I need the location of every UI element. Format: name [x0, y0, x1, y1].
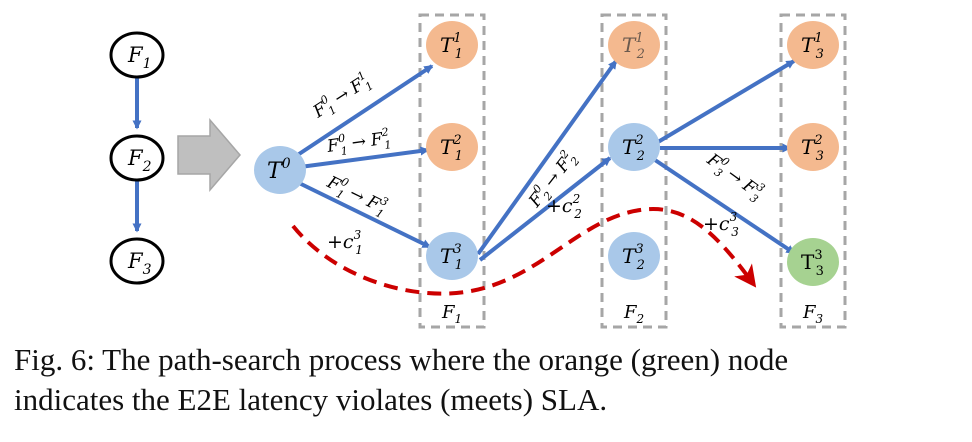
node-t2-2: [608, 123, 660, 171]
search-path-curve: [291, 207, 757, 296]
flow-node-f1: [109, 31, 165, 79]
node-t3-1: [787, 21, 839, 69]
edge-t2-2-t3-1: [656, 59, 796, 144]
edge-t2-2-t3-3: [653, 158, 796, 255]
node-t2-3: [608, 232, 660, 280]
node-t3-2: [787, 123, 839, 171]
node-label-t0: T0: [267, 156, 291, 184]
node-t1-3: [426, 232, 478, 280]
group-label-f3: F3: [802, 302, 824, 326]
node-t3-3: [787, 238, 839, 286]
edge-t0-t1-3: [296, 180, 432, 249]
edge-t0-t1-1: [288, 64, 434, 162]
flow-label-f3: F3: [127, 249, 152, 278]
transform-arrow: [177, 117, 241, 193]
group-box-f1: [418, 13, 486, 329]
flow-node-f3: [109, 237, 165, 285]
group-label-f2: F2: [623, 302, 644, 326]
group-box-f3: [779, 13, 847, 329]
figure-caption: Fig. 6: The path-search process where th…: [14, 340, 964, 420]
edge-t1-3-t2-2: [478, 156, 612, 262]
group-box-f2: [600, 13, 668, 329]
edge-label-f1-0-to-f1-3: F01→F31: [322, 169, 392, 221]
caption-line-1: Fig. 6: The path-search process where th…: [14, 342, 789, 377]
node-t0: [254, 146, 306, 194]
group-label-f1: F1: [441, 302, 462, 326]
edge-label-f1-0-to-f1-1: F01→F11: [307, 68, 376, 125]
flow-label-f1: F1: [127, 43, 152, 72]
node-t2-1: [608, 21, 660, 69]
edge-t1-3-t2-1: [476, 59, 618, 256]
node-t1-1: [426, 21, 478, 69]
flow-node-f2: [109, 134, 165, 182]
node-t1-2: [426, 123, 478, 171]
caption-line-2: indicates the E2E latency violates (meet…: [14, 382, 608, 417]
edge-t0-t1-2: [299, 146, 430, 169]
edge-label-f1-0-to-f1-2: F01→F21: [325, 125, 393, 160]
flow-label-f2: F2: [127, 146, 152, 175]
